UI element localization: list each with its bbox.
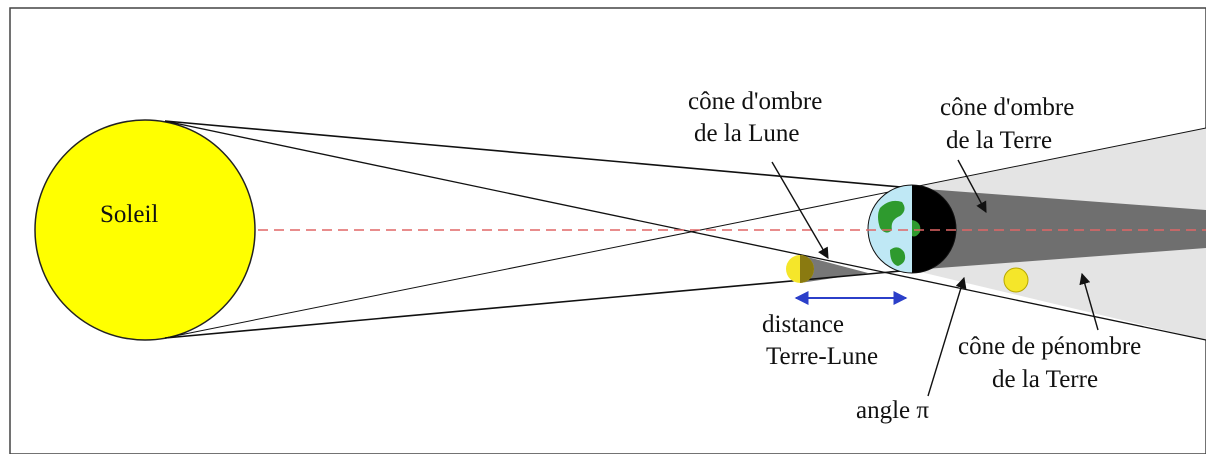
moon-umbra-pointer <box>771 161 829 259</box>
distance-label-line2: Terre-Lune <box>766 343 878 370</box>
angle-label: angle π <box>856 397 929 424</box>
distance-label-line1: distance <box>762 311 844 338</box>
earth-umbra-pointer <box>957 159 987 213</box>
earth <box>867 184 957 274</box>
angle-pointer <box>927 276 967 397</box>
moon-left <box>786 255 814 283</box>
internal-tangent-bottom <box>164 127 1206 339</box>
sun <box>34 119 256 341</box>
external-tangent-top <box>164 120 913 189</box>
external-tangent-bottom <box>164 269 913 339</box>
penumbra-pointer <box>1079 272 1099 331</box>
earth-umbra-label-line1: cône d'ombre <box>940 94 1074 121</box>
moon-right <box>1003 267 1029 293</box>
sun-label: Soleil <box>100 201 158 228</box>
moon-umbra-cone <box>800 255 868 283</box>
internal-tangent-top <box>164 120 1206 341</box>
earth-umbra-label-line2: de la Terre <box>946 127 1052 154</box>
penumbra-label-line2: de la Terre <box>992 366 1098 393</box>
moon-umbra-label-line2: de la Lune <box>694 120 800 147</box>
moon-umbra-label-line1: cône d'ombre <box>688 88 822 115</box>
penumbra-label-line1: cône de pénombre <box>958 333 1141 360</box>
